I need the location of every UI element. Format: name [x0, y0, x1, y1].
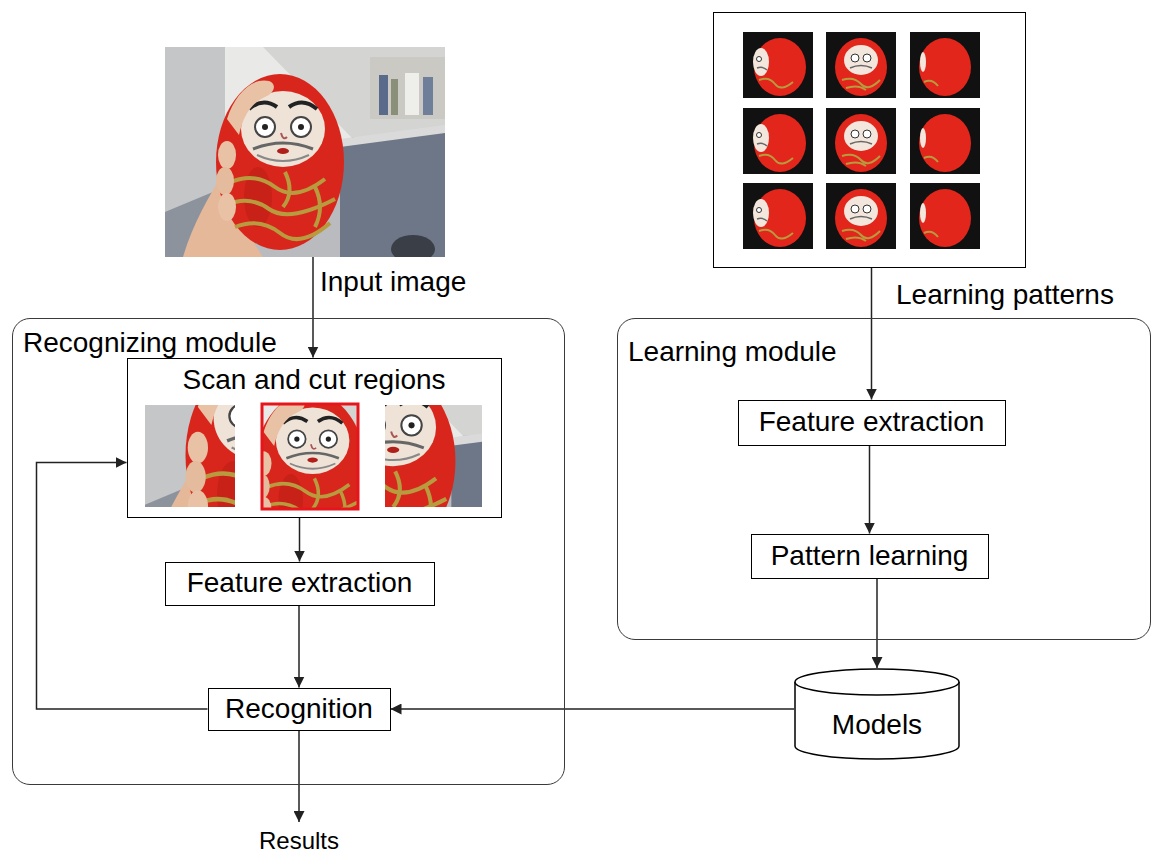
learning-pattern-thumbnails: [910, 108, 980, 174]
learning-pattern-thumbnails: [910, 32, 980, 98]
node-label: Feature extraction: [759, 406, 985, 438]
learning-pattern-thumbnails: [826, 183, 896, 249]
pattern-frame-ground: [713, 12, 1026, 268]
learning-pattern-thumbnails: [743, 32, 813, 98]
node-label: Recognition: [225, 693, 373, 725]
input-photo: [165, 47, 445, 263]
database-cylinder: Models: [794, 668, 960, 760]
process-box: Pattern learning: [751, 534, 989, 579]
flow-arrow: [391, 708, 795, 710]
learning-pattern-thumbnails: [910, 183, 980, 249]
process-box: Feature extraction: [738, 400, 1006, 446]
scan-crops: [128, 326, 558, 569]
scan-panel: Scan and cut regions: [127, 358, 502, 518]
learning-pattern-thumbnails: [743, 32, 980, 249]
flow-arrow: [871, 268, 873, 400]
module-title: Recognizing module: [23, 327, 277, 359]
flow-arrow: [312, 257, 314, 358]
output-label: Results: [245, 822, 353, 856]
node-label: Results: [259, 827, 339, 855]
learning-pattern-thumbnails: [743, 108, 813, 174]
input-image: Input image: [165, 47, 445, 257]
image-caption: Input image: [320, 266, 466, 298]
node-label: Models: [832, 709, 922, 741]
learning-pattern-thumbnails: [826, 32, 896, 98]
module-title: Learning module: [628, 336, 837, 368]
image-caption: Learning patterns: [896, 279, 1114, 311]
flow-arrow: [298, 731, 300, 823]
process-box: Feature extraction: [165, 562, 435, 606]
learning-pattern-thumbnails: [826, 108, 896, 174]
learning-pattern-thumbnails: [743, 183, 813, 249]
flow-arrow: [298, 606, 300, 688]
input-photo: [165, 47, 445, 263]
process-box: Recognition: [208, 688, 391, 731]
node-label: Pattern learning: [771, 540, 969, 572]
module-panel: Recognizing moduleScan and cut regionsFe…: [12, 318, 565, 785]
node-label: Feature extraction: [187, 567, 413, 599]
selected-crop-frame: [262, 404, 358, 509]
flow-arrow: [299, 518, 301, 562]
flow-arrow: [869, 446, 871, 534]
node-label: Scan and cut regions: [182, 364, 445, 396]
module-panel: Learning moduleFeature extractionPattern…: [617, 318, 1151, 640]
flow-arrow: [876, 579, 878, 669]
training-images: Learning patterns: [713, 12, 1026, 268]
cylinder-top: [795, 669, 959, 695]
